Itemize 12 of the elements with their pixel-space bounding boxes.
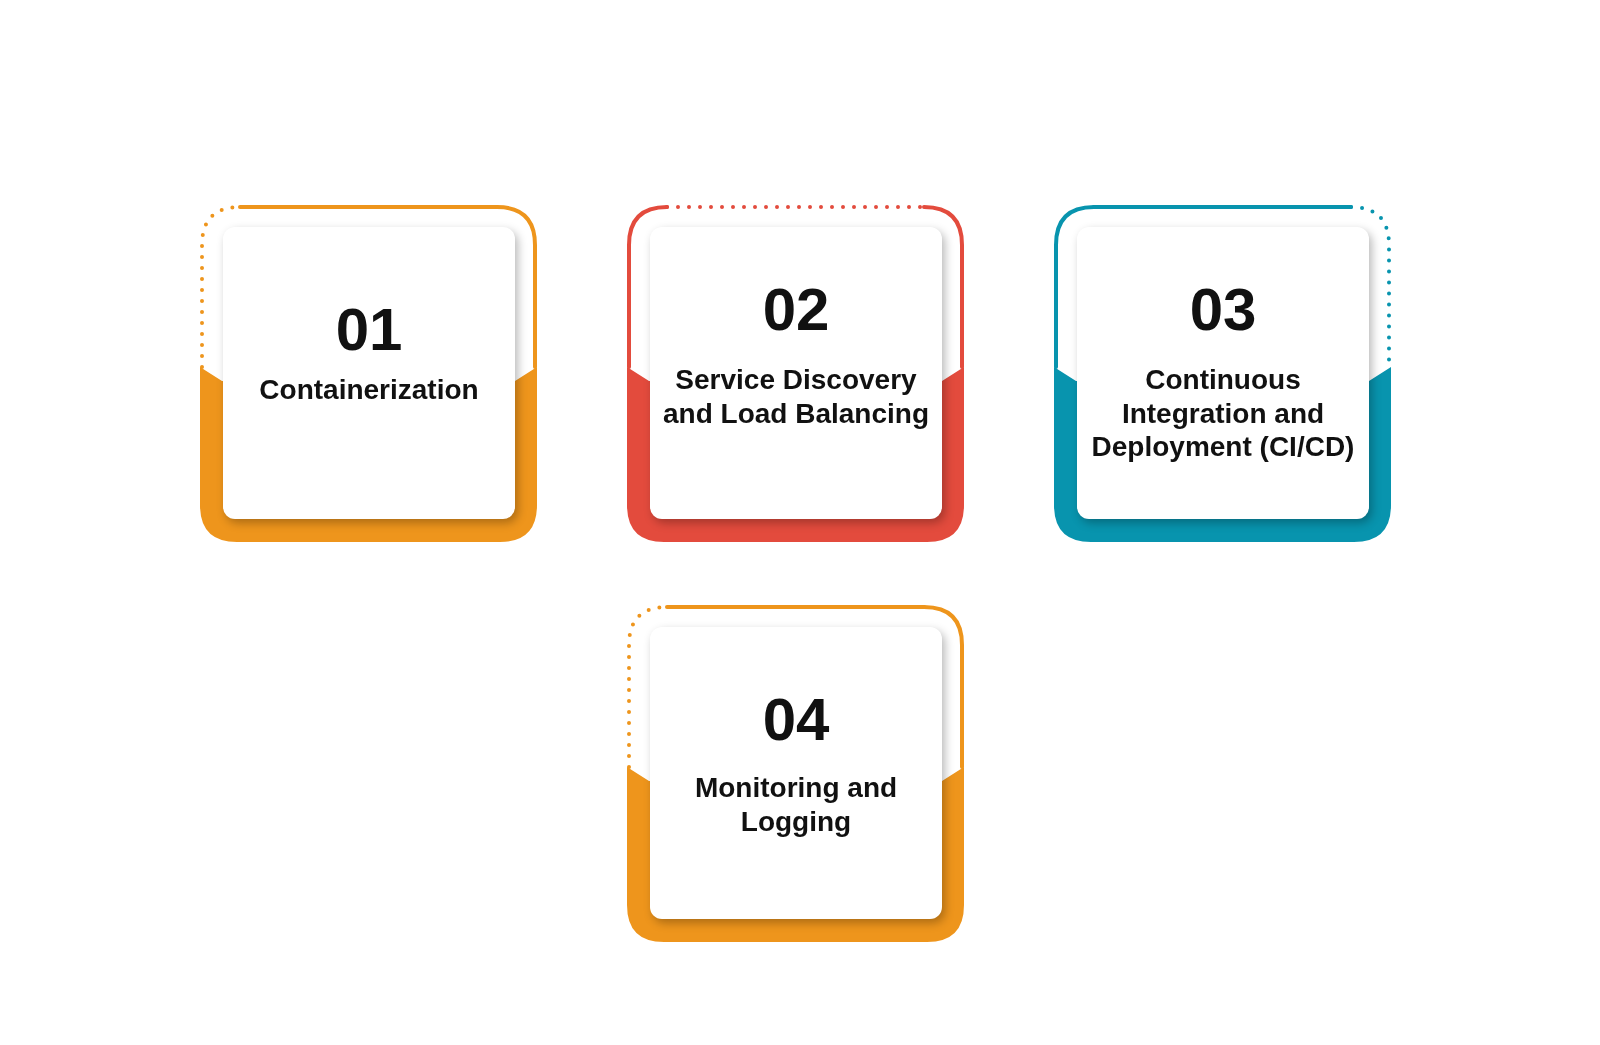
numbered-card — [200, 205, 537, 542]
step-number: 02 — [762, 277, 830, 343]
step-number: 04 — [762, 687, 830, 753]
step-number: 01 — [335, 297, 403, 363]
step-number: 03 — [1189, 277, 1257, 343]
step-title: Containerization — [259, 373, 479, 407]
step-title: Service Discovery and Load Balancing — [662, 363, 930, 431]
step-title: Continuous Integration and Deployment (CI/CD) — [1090, 363, 1356, 464]
numbered-card — [627, 205, 964, 542]
numbered-card — [1054, 205, 1391, 542]
step-title: Monitoring and Logging — [693, 771, 899, 839]
numbered-card — [627, 605, 964, 942]
